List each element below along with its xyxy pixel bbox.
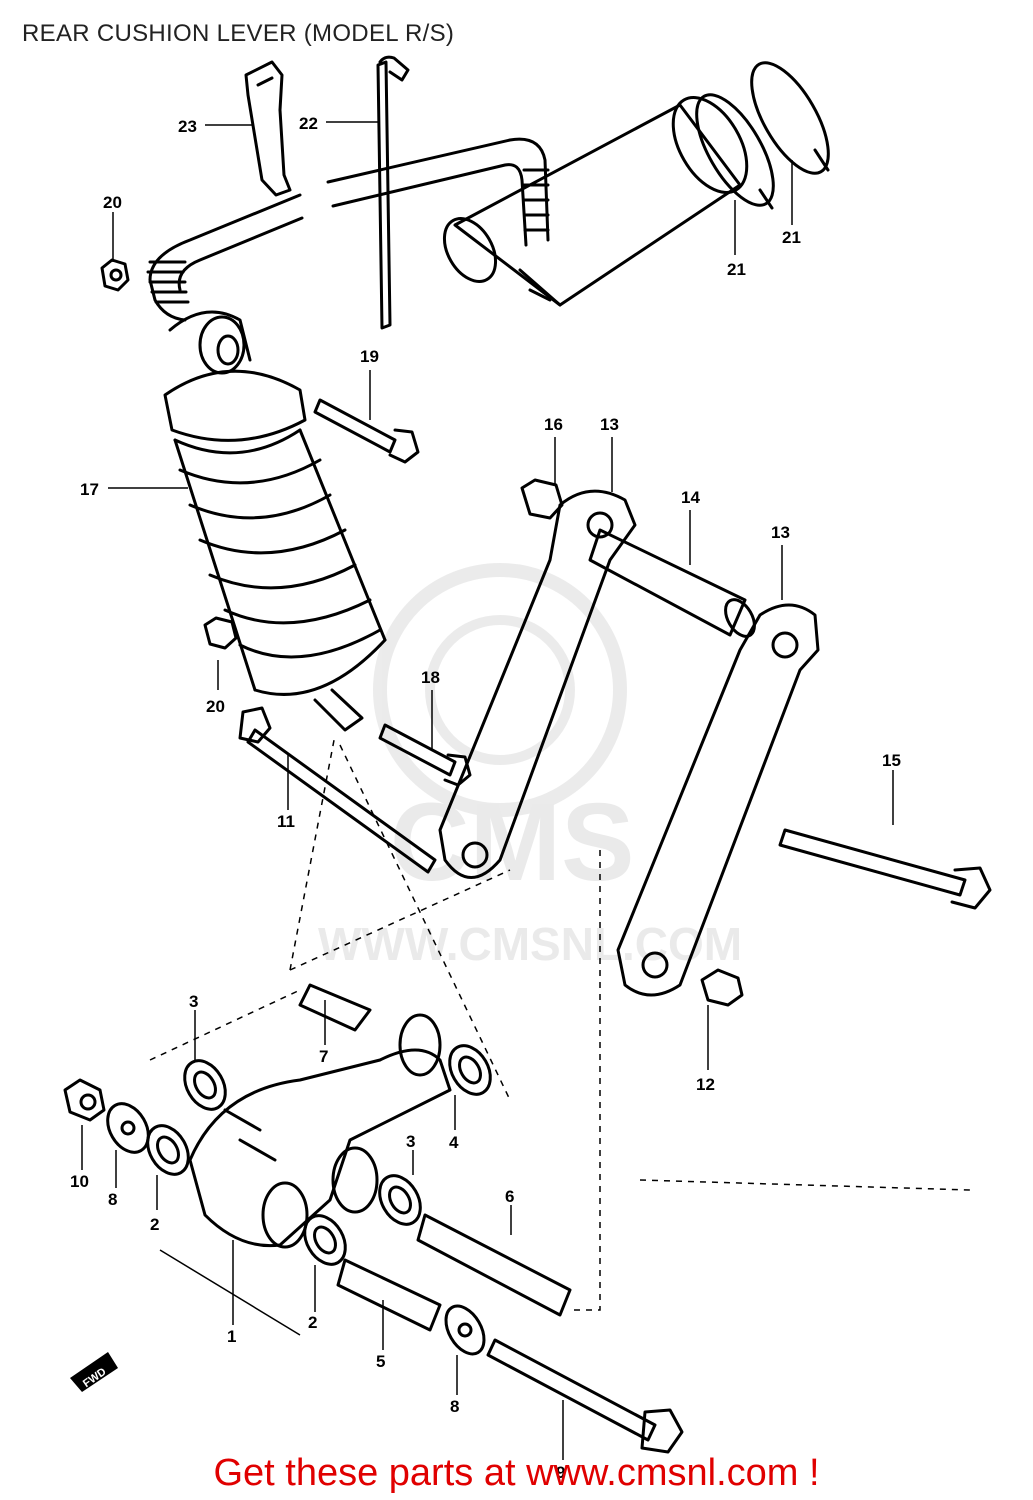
watermark-url-text: WWW.CMSNL.COM <box>318 918 742 970</box>
part-label: 2 <box>150 1215 159 1234</box>
part-label: 15 <box>882 751 901 770</box>
part-washer-8-lower <box>444 1304 486 1356</box>
part-spacer-7 <box>298 983 372 1032</box>
part-bearing-4 <box>448 1044 492 1096</box>
watermark-logo: CMS WWW.CMSNL.COM <box>318 563 742 970</box>
part-label: 12 <box>696 1075 715 1094</box>
part-bolt-9 <box>486 1338 684 1454</box>
assembly-guide-lines <box>149 734 971 1311</box>
part-label: 13 <box>771 523 790 542</box>
part-label: 2 <box>308 1313 317 1332</box>
part-bolt-11 <box>238 706 437 874</box>
leader-lines <box>81 121 894 1460</box>
part-label: 17 <box>80 480 99 499</box>
part-label: 7 <box>319 1047 328 1066</box>
part-tie-22 <box>376 55 410 330</box>
part-label: 21 <box>727 260 746 279</box>
part-label: 10 <box>70 1172 89 1191</box>
part-hose <box>146 137 550 322</box>
part-clamps-21 <box>695 61 830 210</box>
part-bearing-2-left <box>146 1124 190 1176</box>
part-label: 4 <box>449 1133 459 1152</box>
part-bearing-2-right <box>303 1214 347 1266</box>
part-nut-20-mid <box>203 616 238 650</box>
footer-promo-link[interactable]: Get these parts at www.cmsnl.com ! <box>213 1452 820 1494</box>
part-washer-8-left <box>106 1102 150 1154</box>
part-label: 22 <box>299 114 318 133</box>
fwd-arrow-icon: FWD <box>70 1352 118 1392</box>
part-nut-10 <box>63 1078 106 1122</box>
part-reservoir <box>442 96 749 307</box>
part-nut-20-top <box>100 258 130 292</box>
part-plate-13-left <box>438 489 637 879</box>
part-lever-1 <box>188 1013 452 1249</box>
part-label: 9 <box>556 1463 565 1482</box>
part-label: 20 <box>103 193 122 212</box>
part-label: 13 <box>600 415 619 434</box>
part-label: 20 <box>206 697 225 716</box>
part-plate-13-right <box>616 603 820 997</box>
part-spacer-5 <box>336 1258 442 1332</box>
part-label: 5 <box>376 1352 385 1371</box>
part-bearing-3-left <box>183 1059 227 1111</box>
part-bolt-15 <box>778 828 992 910</box>
page-title: REAR CUSHION LEVER (MODEL R/S) <box>22 20 455 47</box>
part-label: 3 <box>189 992 198 1011</box>
part-labels: 23 22 20 21 21 19 17 16 13 14 13 20 18 1… <box>70 114 901 1482</box>
part-label: 19 <box>360 347 379 366</box>
part-label: 11 <box>277 812 295 831</box>
part-bearing-3-right <box>378 1174 422 1226</box>
part-shock-17 <box>163 310 387 732</box>
part-spacer-6 <box>416 1213 572 1317</box>
part-label: 23 <box>178 117 197 136</box>
part-label: 8 <box>108 1190 117 1209</box>
part-label: 21 <box>782 228 801 247</box>
part-label: 1 <box>227 1327 236 1346</box>
part-label: 6 <box>505 1187 514 1206</box>
part-spacer-14 <box>588 528 756 638</box>
part-label: 18 <box>421 668 440 687</box>
part-label: 14 <box>681 488 700 507</box>
part-label: 16 <box>544 415 563 434</box>
watermark-cms-text: CMS <box>390 781 634 904</box>
part-nut-16 <box>520 478 564 520</box>
part-nut-12 <box>700 968 744 1007</box>
part-bolt-19 <box>313 398 420 464</box>
part-clip-23 <box>244 60 292 197</box>
part-label: 8 <box>450 1397 459 1416</box>
part-label: 3 <box>406 1132 415 1151</box>
